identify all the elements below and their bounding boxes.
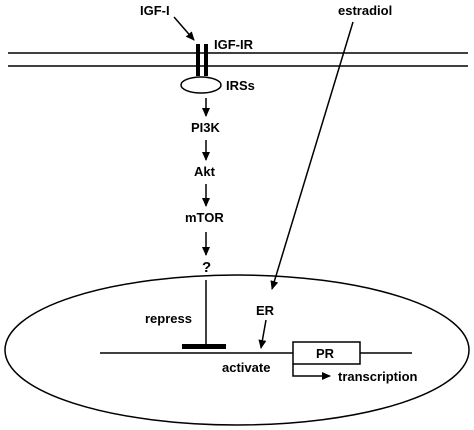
igf-ir-label: IGF-IR	[214, 37, 254, 52]
transcription-arrow	[292, 364, 331, 380]
irs-label: IRSs	[226, 78, 255, 93]
repression-bar	[182, 344, 226, 349]
activate-label: activate	[222, 360, 270, 375]
repress-label: repress	[145, 311, 192, 326]
igf-i-binding-arrow	[173, 16, 195, 41]
igf-ir-receptor-left-bar	[196, 44, 200, 76]
igf-ir-receptor-right-bar	[204, 44, 208, 76]
unknown-factor-label: ?	[202, 259, 211, 276]
nucleus-oval	[4, 274, 470, 426]
pr-gene-box	[292, 341, 361, 365]
pi3k-label: PI3K	[191, 120, 221, 135]
mtor-label: mTOR	[185, 210, 224, 225]
irs-oval	[180, 76, 222, 94]
er-activation-arrow	[258, 319, 267, 349]
estradiol-entry-arrow	[270, 21, 354, 290]
transcription-label: transcription	[338, 369, 418, 384]
akt-label: Akt	[194, 164, 216, 179]
er-label: ER	[256, 303, 275, 318]
pr-gene-label: PR	[316, 346, 335, 361]
estradiol-label: estradiol	[338, 3, 392, 18]
igf-i-label: IGF-I	[140, 3, 170, 18]
